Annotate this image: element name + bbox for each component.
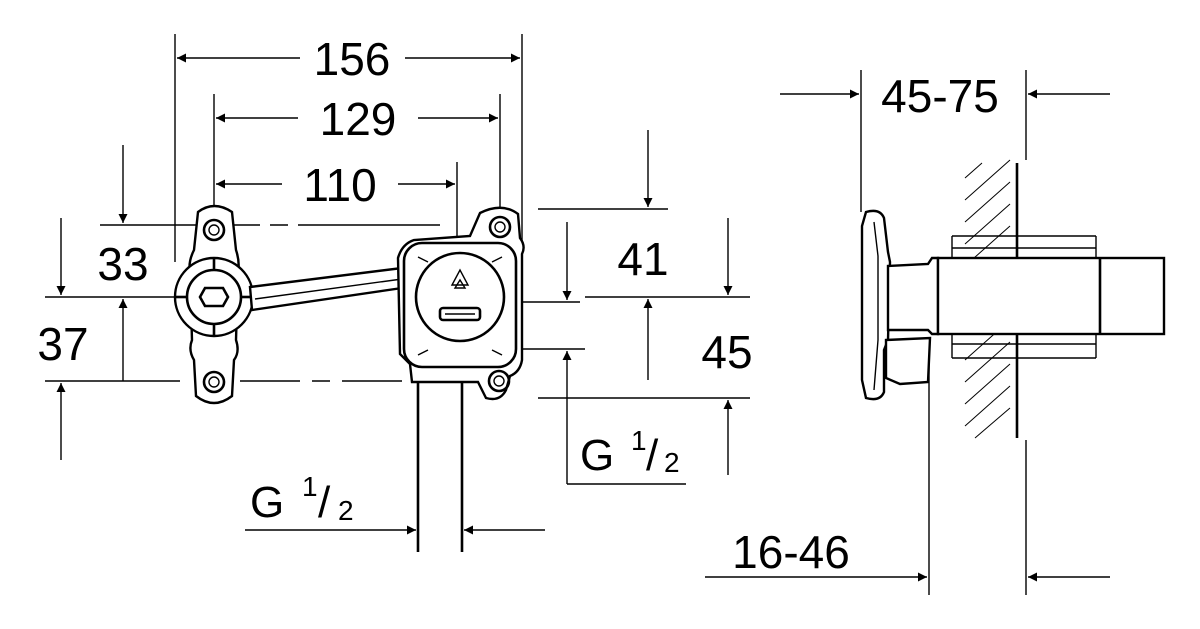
thread-bottom-numerator: 1 (302, 471, 318, 502)
dimension-45-75: 45-75 (881, 70, 999, 122)
dimension-156: 156 (314, 33, 391, 85)
thread-right-slash: / (646, 431, 659, 480)
thread-label-bottom: G 1 / 2 (250, 471, 354, 527)
dimension-129: 129 (320, 93, 397, 145)
dimension-110: 110 (303, 159, 376, 211)
dimension-33: 33 (97, 238, 148, 290)
dimension-45: 45 (701, 326, 752, 378)
dimension-37: 37 (37, 318, 88, 370)
thread-label-right: G 1 / 2 (580, 425, 680, 480)
thread-right-denominator: 2 (664, 447, 680, 478)
thread-bottom-slash: / (318, 478, 331, 527)
front-dimension-lines (56, 53, 733, 535)
dimension-16-46: 16-46 (732, 526, 850, 578)
thread-bottom-letter: G (250, 478, 284, 527)
side-view (860, 70, 1166, 595)
side-dimension-lines (705, 89, 1110, 582)
dimension-41: 41 (617, 233, 668, 285)
front-view (45, 34, 750, 552)
thread-bottom-denominator: 2 (338, 495, 354, 526)
thread-right-numerator: 1 (631, 425, 647, 456)
thread-right-letter: G (580, 431, 614, 480)
